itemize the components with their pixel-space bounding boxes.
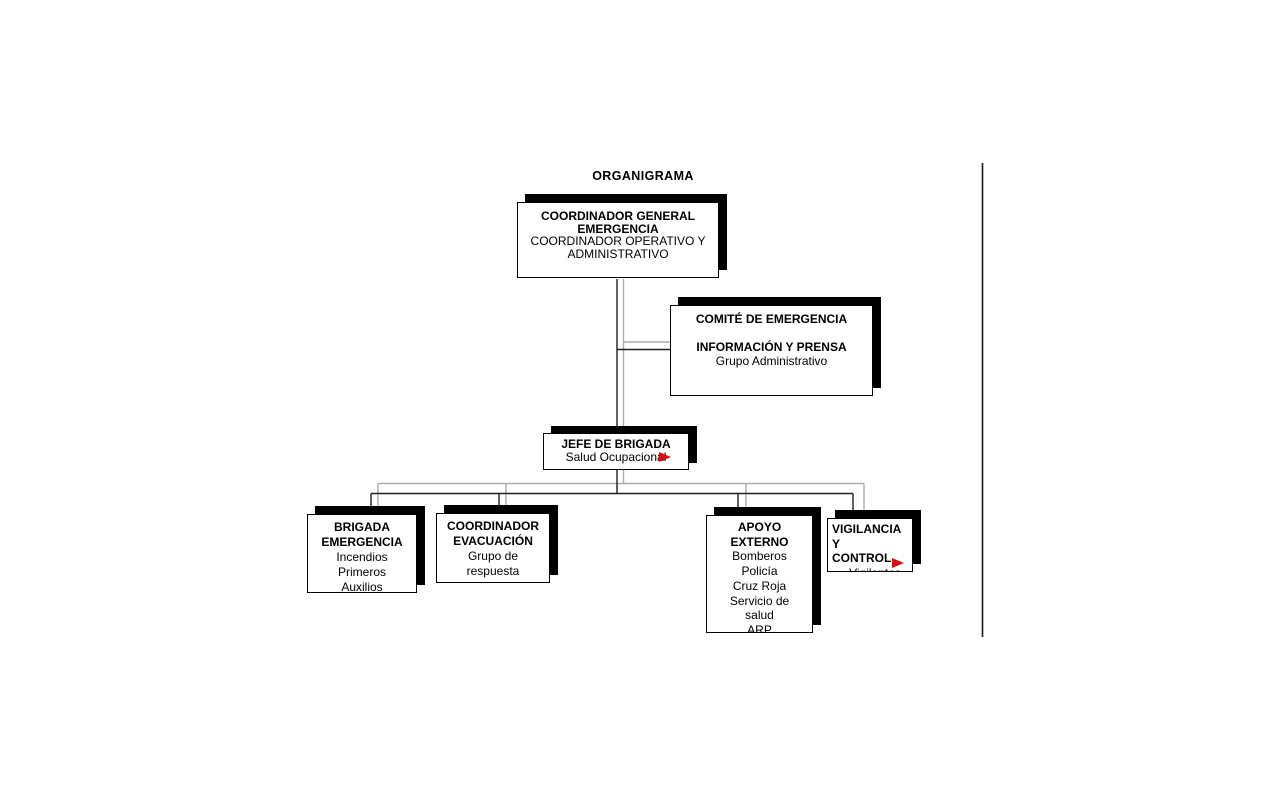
box-body-line: Policía xyxy=(741,564,778,579)
org-box-apoyo-externo: APOYO EXTERNO Bomberos Policía Cruz Roja… xyxy=(706,515,813,633)
box-body-line: salud xyxy=(745,608,774,623)
box-body-line: Primeros xyxy=(337,565,386,579)
box-body-line: Bomberos xyxy=(732,549,787,564)
org-box-coordinador-evacuacion: COORDINADOR EVACUACIÓN Grupo de respuest… xyxy=(436,513,550,583)
box-title-line: EXTERNO xyxy=(730,534,789,549)
box-title-line: Y xyxy=(832,536,841,551)
box-title-line: COORDINADOR GENERAL xyxy=(540,209,695,223)
box-body-line: Grupo Administrativo xyxy=(715,354,828,368)
box-body-line: Salud Ocupacional xyxy=(565,450,667,464)
org-box-comite-de-emergencia: COMITÉ DE EMERGENCIA INFORMACIÓN Y PRENS… xyxy=(670,305,873,396)
box-body-line: Incendios xyxy=(336,550,388,564)
org-box-vigilancia-y-control: VIGILANCIA Y CONTROL Vigilantes xyxy=(827,518,913,572)
box-title-line: INFORMACIÓN Y PRENSA xyxy=(696,340,847,354)
box-title-line: COMITÉ DE EMERGENCIA xyxy=(695,312,848,326)
box-body-line: ADMINISTRATIVO xyxy=(567,246,669,261)
box-body-line: ARP xyxy=(747,622,772,633)
box-body-line: COORDINADOR OPERATIVO Y xyxy=(530,234,706,248)
org-box-coordinador-general-emergencia: COORDINADOR GENERAL EMERGENCIA COORDINAD… xyxy=(517,202,719,278)
chart-title: ORGANIGRAMA xyxy=(592,169,694,183)
box-body-line: Cruz Roja xyxy=(732,578,787,593)
box-body-line: Servicio de xyxy=(729,593,790,608)
box-title-line: CONTROL xyxy=(832,551,892,566)
box-body-line: Grupo de xyxy=(467,549,519,563)
box-title-line: COORDINADOR xyxy=(447,519,539,533)
box-body-line: respuesta xyxy=(466,564,520,578)
org-box-brigada-emergencia: BRIGADA EMERGENCIA Incendios Primeros Au… xyxy=(307,514,417,593)
box-title-line: EMERGENCIA xyxy=(321,535,403,549)
box-title-line: JEFE DE BRIGADA xyxy=(561,437,671,451)
box-title-line: EMERGENCIA xyxy=(577,221,659,236)
box-body-line: Auxilios xyxy=(341,580,383,593)
red-arrow-icon xyxy=(659,452,671,462)
box-title-line: EVACUACIÓN xyxy=(453,534,533,548)
org-box-jefe-de-brigada: JEFE DE BRIGADA Salud Ocupacional xyxy=(543,433,689,470)
box-title-line: BRIGADA xyxy=(334,520,390,534)
box-body-line: Vigilantes xyxy=(832,566,912,571)
red-arrow-icon xyxy=(892,558,904,568)
box-title-line: VIGILANCIA xyxy=(832,522,902,536)
box-title-line xyxy=(671,326,872,340)
box-title-line: APOYO xyxy=(737,520,782,534)
